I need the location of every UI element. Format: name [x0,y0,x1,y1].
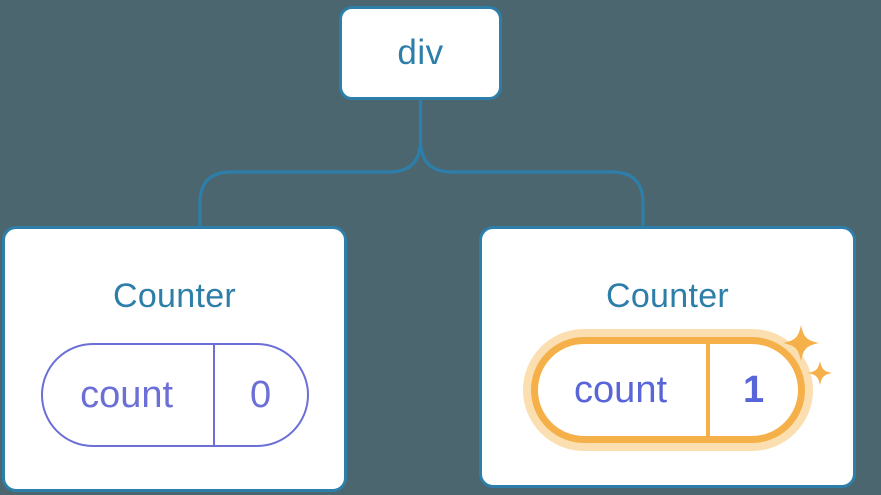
node-counter-left[interactable]: Counter count 0 [2,226,347,492]
state-pill-right-key: count [574,368,668,411]
state-pill-right-value: 1 [705,344,798,436]
node-counter-left-title: Counter [112,277,237,315]
node-div-label: div [397,33,444,72]
state-pill-right[interactable]: count 1 [530,337,805,443]
node-div[interactable]: div [339,6,502,100]
state-pill-left-value: 0 [212,345,307,445]
edge-root-to-right-child [418,98,645,228]
state-pill-left[interactable]: count 0 [40,343,309,447]
sparkle-group [783,325,832,385]
node-counter-right[interactable]: Counter count 1 [479,226,856,488]
edge-root-to-left-child [198,98,423,228]
node-counter-right-title: Counter [605,277,730,315]
sparkle-small-icon [808,361,832,385]
sparkle-large-icon [783,325,819,361]
state-pill-left-key: count [80,373,174,416]
state-pill-left-wrapper: count 0 [5,343,344,447]
state-pill-right-wrapper: count 1 [482,337,853,443]
